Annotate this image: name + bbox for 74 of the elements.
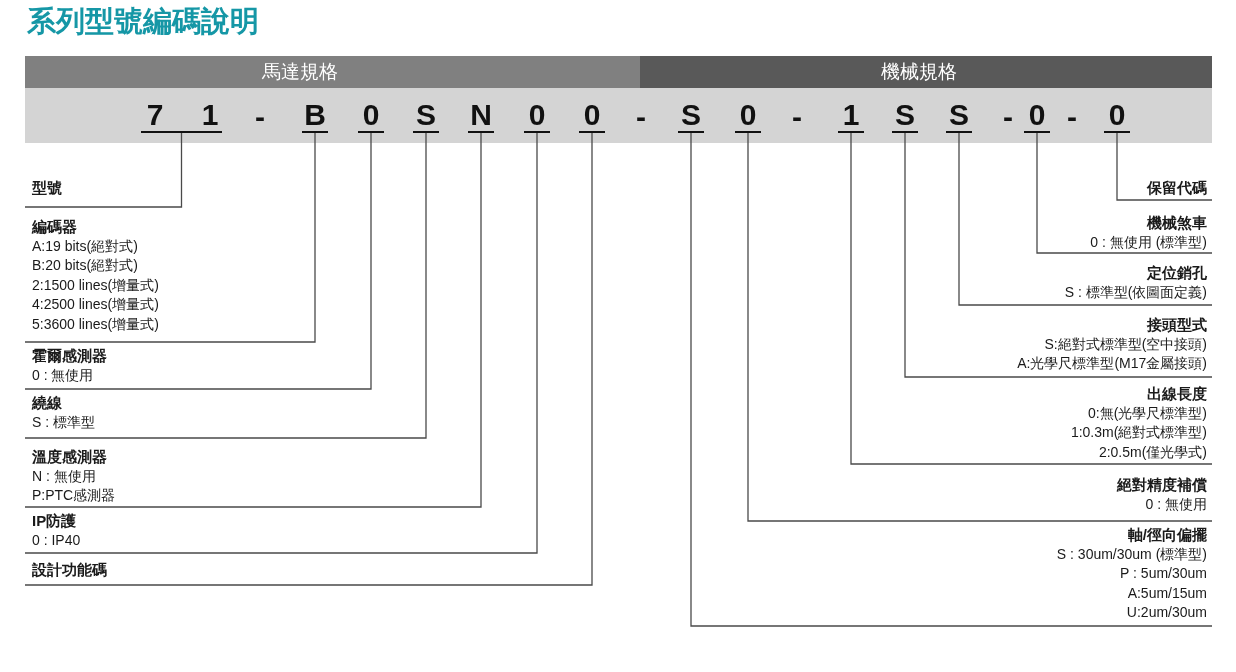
- option-text: A:5um/15um: [1127, 583, 1207, 603]
- spec-heading: 定位銷孔: [1147, 263, 1207, 283]
- option-text: 5:3600 lines(增量式): [32, 314, 159, 334]
- option-text: N : 無使用: [32, 466, 96, 486]
- leader-line: [24, 132, 372, 390]
- option-text: 0 : 無使用 (標準型): [1090, 232, 1207, 252]
- spec-heading: 設計功能碼: [32, 560, 107, 580]
- section-header: 馬達規格: [25, 56, 640, 88]
- option-text: 2:0.5m(僅光學式): [1098, 442, 1207, 462]
- option-text: S:絕對式標準型(空中接頭): [1044, 334, 1207, 354]
- separator-dash: -: [255, 100, 265, 133]
- option-text: 0 : 無使用: [32, 365, 94, 385]
- code-character: S: [895, 98, 915, 131]
- title: 系列型號編碼說明: [27, 3, 259, 40]
- code-character: 0: [1108, 98, 1126, 131]
- leader-line: [24, 132, 427, 439]
- option-text: 0 : 無使用: [1145, 494, 1207, 514]
- code-character: N: [470, 98, 492, 131]
- option-text: 0 : IP40: [32, 530, 81, 550]
- code-character: S: [949, 98, 969, 131]
- separator-dash: -: [1003, 100, 1013, 133]
- code-character: 1: [842, 98, 860, 131]
- code-character: 0: [739, 98, 757, 131]
- option-text: S : 標準型: [32, 412, 95, 432]
- leader-line: [1116, 132, 1213, 201]
- leader-line: [24, 132, 593, 586]
- option-text: A:19 bits(絕對式): [32, 236, 138, 256]
- leader-line: [958, 132, 1213, 306]
- spec-heading: 機械煞車: [1147, 213, 1207, 233]
- code-character: 0: [583, 98, 601, 131]
- leader-line: [24, 132, 538, 554]
- option-text: 1:0.3m(絕對式標準型): [1070, 423, 1207, 442]
- option-text: S : 30um/30um (標準型): [1056, 544, 1207, 564]
- option-text: B:20 bits(絕對式): [32, 256, 138, 275]
- spec-heading: 絕對精度補償: [1117, 475, 1207, 495]
- spec-heading: 繞線: [32, 393, 62, 413]
- separator-dash: -: [636, 100, 646, 133]
- code-character: 0: [528, 98, 546, 131]
- code-character: S: [681, 98, 701, 131]
- spec-heading: 溫度感測器: [32, 447, 107, 467]
- spec-heading: 接頭型式: [1147, 315, 1207, 335]
- spec-heading: 出線長度: [1147, 384, 1207, 404]
- option-text: 0:無(光學尺標準型): [1088, 403, 1207, 423]
- code-character: 7: [146, 98, 164, 131]
- leader-line: [850, 132, 1213, 465]
- leader-line: [1036, 132, 1213, 254]
- spec-heading: 型號: [32, 178, 62, 198]
- option-text: 4:2500 lines(增量式): [32, 295, 159, 314]
- spec-heading: 保留代碼: [1147, 178, 1207, 198]
- code-band: [25, 88, 1212, 143]
- spec-heading: IP防護: [32, 511, 77, 531]
- leader-line: [24, 132, 316, 343]
- option-text: S : 標準型(依圖面定義): [1064, 282, 1207, 302]
- separator-dash: -: [792, 100, 802, 133]
- code-character: S: [416, 98, 436, 131]
- code-character: 0: [1028, 98, 1046, 131]
- leader-line: [24, 132, 183, 208]
- spec-heading: 霍爾感測器: [32, 346, 107, 366]
- option-text: P : 5um/30um: [1120, 564, 1207, 583]
- option-text: A:光學尺標準型(M17金屬接頭): [1017, 354, 1207, 373]
- spec-heading: 軸/徑向偏擺: [1127, 525, 1207, 545]
- separator-dash: -: [1067, 100, 1077, 133]
- option-text: 2:1500 lines(增量式): [32, 275, 159, 295]
- leader-line: [690, 132, 1213, 627]
- section-header: 機械規格: [640, 56, 1212, 88]
- option-text: P:PTC感測器: [32, 486, 116, 505]
- code-character: 1: [201, 98, 219, 131]
- spec-heading: 編碼器: [32, 217, 77, 237]
- code-character: 0: [362, 98, 380, 131]
- leader-line: [747, 132, 1213, 522]
- option-text: U:2um/30um: [1126, 603, 1207, 622]
- leader-line: [904, 132, 1213, 378]
- code-character: B: [304, 98, 326, 131]
- leader-line: [24, 132, 482, 508]
